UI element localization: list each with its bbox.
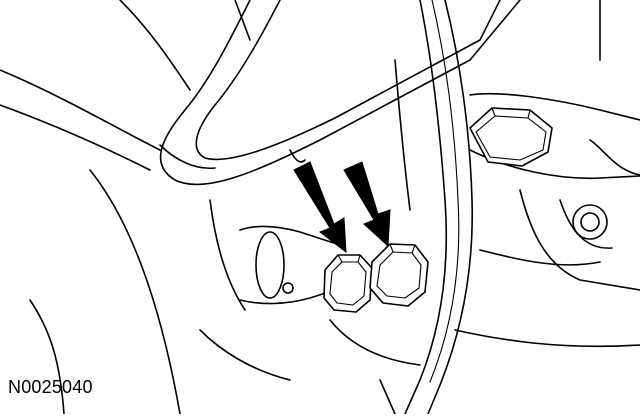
- callout-arrow-right: [343, 161, 391, 248]
- callout-arrow-left: [293, 161, 347, 254]
- figure-id-label: N0025040: [8, 377, 93, 397]
- tube-bracket: [159, 0, 521, 186]
- linkage-shaft: [209, 199, 421, 366]
- body-panel-contours: [0, 0, 251, 415]
- misc-details: [199, 149, 396, 415]
- retaining-nut-left: [323, 254, 373, 313]
- housing: [454, 0, 640, 348]
- retaining-nut-right: [369, 243, 429, 307]
- housing-hex-nut: [469, 107, 553, 167]
- vertical-rail: [394, 0, 474, 415]
